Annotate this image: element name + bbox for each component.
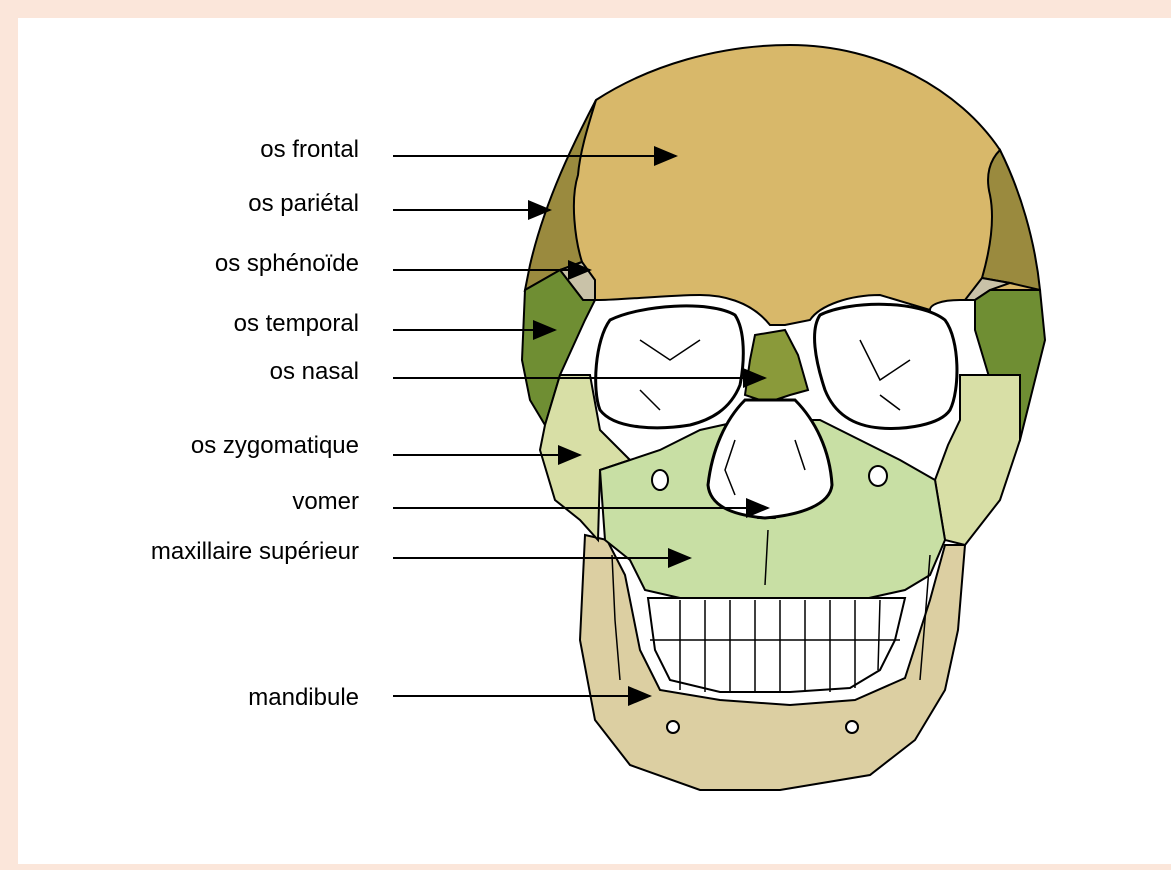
frontal-bone: [560, 45, 1040, 325]
mental-foramen-right: [846, 721, 858, 733]
orbit-left: [596, 306, 744, 428]
label-maxillaire-superieur: maxillaire supérieur: [151, 538, 359, 566]
label-os-parietal: os pariétal: [248, 190, 359, 218]
teeth: [648, 598, 905, 692]
label-vomer: vomer: [292, 488, 359, 516]
mental-foramen-left: [667, 721, 679, 733]
infraorbital-foramen-left: [652, 470, 668, 490]
label-os-temporal: os temporal: [234, 310, 359, 338]
label-os-nasal: os nasal: [270, 358, 359, 386]
orbit-right: [815, 304, 957, 428]
diagram-frame: os frontal os pariétal os sphénoïde os t…: [18, 18, 1171, 864]
nasal-cavity: [708, 400, 832, 518]
infraorbital-foramen-right: [869, 466, 887, 486]
label-os-frontal: os frontal: [260, 136, 359, 164]
label-mandibule: mandibule: [248, 684, 359, 712]
label-os-zygomatique: os zygomatique: [191, 432, 359, 460]
label-os-sphenoide: os sphénoïde: [215, 250, 359, 278]
nasal-bone: [745, 330, 808, 400]
